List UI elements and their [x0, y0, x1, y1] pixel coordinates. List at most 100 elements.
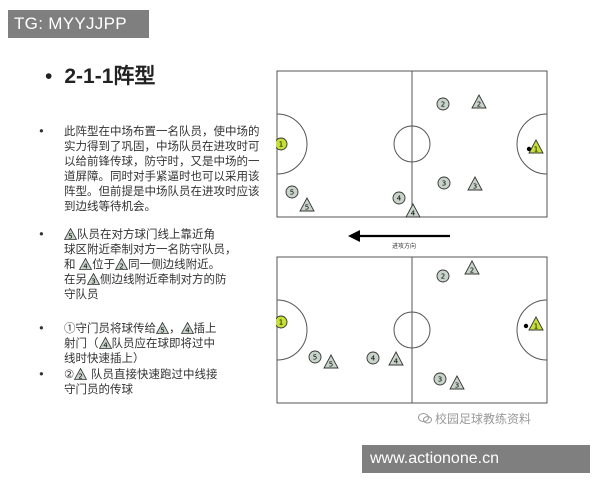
bullet-line: 守门员的传球	[64, 382, 269, 397]
player-triangle-icon: 5	[64, 228, 77, 240]
svg-text:1: 1	[534, 146, 538, 154]
bullet-text-segment: 球区附近牵制对方一名防守队员，	[64, 242, 237, 256]
bullet-text-segment: 守门员的传球	[64, 382, 133, 396]
triangle-player: 4	[405, 203, 421, 218]
svg-text:5: 5	[290, 189, 294, 197]
svg-text:5: 5	[68, 233, 72, 241]
svg-text:2: 2	[441, 101, 445, 109]
title-bullet: •	[45, 65, 53, 88]
player-triangle-icon: 4	[180, 322, 194, 335]
triangle-player: 4	[388, 351, 404, 366]
bullet-text-segment: 射门（	[64, 336, 99, 350]
goalkeeper-triangle-player: 1	[528, 139, 544, 154]
svg-text:4: 4	[397, 195, 402, 203]
goalkeeper-triangle-player: 1	[528, 316, 544, 331]
circle-player: 5	[285, 185, 299, 199]
bullet-text-segment: 同一侧边线附近。	[128, 257, 221, 271]
pitch-top-diagram: 1 2 3 4 5 1 2 3 4 5	[276, 70, 548, 218]
player-triangle-icon: 4	[98, 337, 112, 350]
svg-text:4: 4	[394, 358, 399, 366]
svg-text:2: 2	[441, 273, 445, 281]
left-penalty-arc	[276, 299, 308, 361]
player-triangle-icon: 5	[156, 322, 169, 334]
attack-direction-arrow	[348, 230, 450, 242]
bullet-text-segment: 队员应在球即将过中	[111, 336, 216, 350]
circle-player: 2	[436, 269, 450, 283]
triangle-player: 2	[471, 94, 487, 109]
svg-text:5: 5	[160, 327, 164, 335]
bullet-text-segment: ，	[169, 321, 181, 335]
circle-player: 4	[392, 191, 406, 205]
svg-text:3: 3	[91, 278, 95, 286]
bullet-line: 守队员	[64, 287, 269, 302]
circle-player: 5	[308, 350, 322, 364]
svg-text:5: 5	[305, 204, 309, 212]
bullet-text-segment: 位于	[92, 257, 116, 271]
bullet-text-segment: ②	[64, 367, 75, 381]
bullet-text-segment: 队员在对方球门线上靠近角	[77, 227, 215, 241]
bullet-text-segment: 和	[64, 257, 80, 271]
bullet-text-segment: ①守门员将球传给	[64, 321, 156, 335]
svg-text:1: 1	[279, 141, 283, 149]
bullet-line: 5 队员在对方球门线上靠近角	[64, 227, 269, 242]
slide-title: • 2-1-1阵型	[45, 60, 155, 90]
bullet-text-segment: 侧边线附近牵制对方的防	[100, 272, 227, 286]
player-triangle-icon: 4	[79, 258, 93, 271]
circle-player: 4	[366, 351, 380, 365]
attack-direction-label: 进攻方向	[392, 243, 417, 250]
triangle-player: 3	[449, 375, 465, 390]
svg-text:4: 4	[411, 210, 416, 218]
goalkeeper-circle-player: 1	[276, 137, 288, 151]
bullet-1-text: 此阵型在中场布置一名队员，使中场的实力得到了巩固，中场队员在进攻时可以给前锋传球…	[64, 124, 260, 213]
right-penalty-arc	[516, 113, 548, 175]
top-watermark: TG: MYYJJPP	[8, 10, 149, 38]
svg-text:5: 5	[329, 361, 333, 369]
triangle-player: 3	[467, 176, 483, 191]
bullet-line: 球区附近牵制对方一名防守队员，	[64, 242, 269, 257]
triangle-player: 5	[323, 354, 339, 369]
pitch-bottom-diagram: 1 2 3 4 5 1 2 3 4 5	[276, 256, 548, 404]
svg-text:2: 2	[119, 263, 123, 271]
svg-text:5: 5	[313, 354, 317, 362]
centre-circle	[393, 311, 431, 349]
ball	[523, 323, 529, 329]
svg-text:4: 4	[83, 263, 88, 271]
centre-circle	[393, 125, 431, 163]
bullet-mark: •	[38, 227, 45, 241]
title-text: 2-1-1阵型	[64, 65, 156, 88]
bottom-watermark: www.actionone.cn	[362, 445, 590, 473]
triangle-player: 2	[464, 260, 480, 275]
player-triangle-icon: 2	[115, 258, 129, 271]
triangle-player: 5	[299, 197, 315, 212]
wechat-label: 校园足球教练资料	[435, 412, 532, 426]
svg-text:4: 4	[371, 355, 376, 363]
right-penalty-arc	[516, 299, 548, 361]
svg-text:4: 4	[185, 327, 190, 335]
player-triangle-icon: 3	[87, 273, 100, 285]
svg-text:1: 1	[534, 323, 538, 331]
pitch-top: 1 2 3 4 5 1 2 3 4 5	[276, 70, 548, 218]
player-triangle-icon: 2	[74, 368, 88, 380]
svg-text:2: 2	[477, 101, 481, 109]
ball	[526, 146, 532, 152]
circle-player: 3	[437, 176, 451, 190]
svg-text:1: 1	[279, 319, 283, 327]
svg-text:4: 4	[103, 342, 108, 350]
circle-player: 3	[433, 372, 447, 386]
svg-text:3: 3	[438, 376, 442, 384]
bullet-mark: •	[38, 124, 45, 138]
left-penalty-arc	[276, 113, 308, 175]
bullet-text-segment: 插上	[193, 321, 217, 335]
bullet-text-segment: 队员直接快速跑过中线接	[87, 367, 218, 381]
bullet-text-segment: 守队员	[64, 287, 99, 301]
goalkeeper-circle-player: 1	[276, 315, 288, 329]
wechat-account: 校园足球教练资料	[418, 410, 531, 427]
bullet-text-segment: 线时快速插上）	[64, 351, 145, 365]
circle-player: 2	[436, 97, 450, 111]
bullet-line: 线时快速插上）	[64, 351, 269, 366]
